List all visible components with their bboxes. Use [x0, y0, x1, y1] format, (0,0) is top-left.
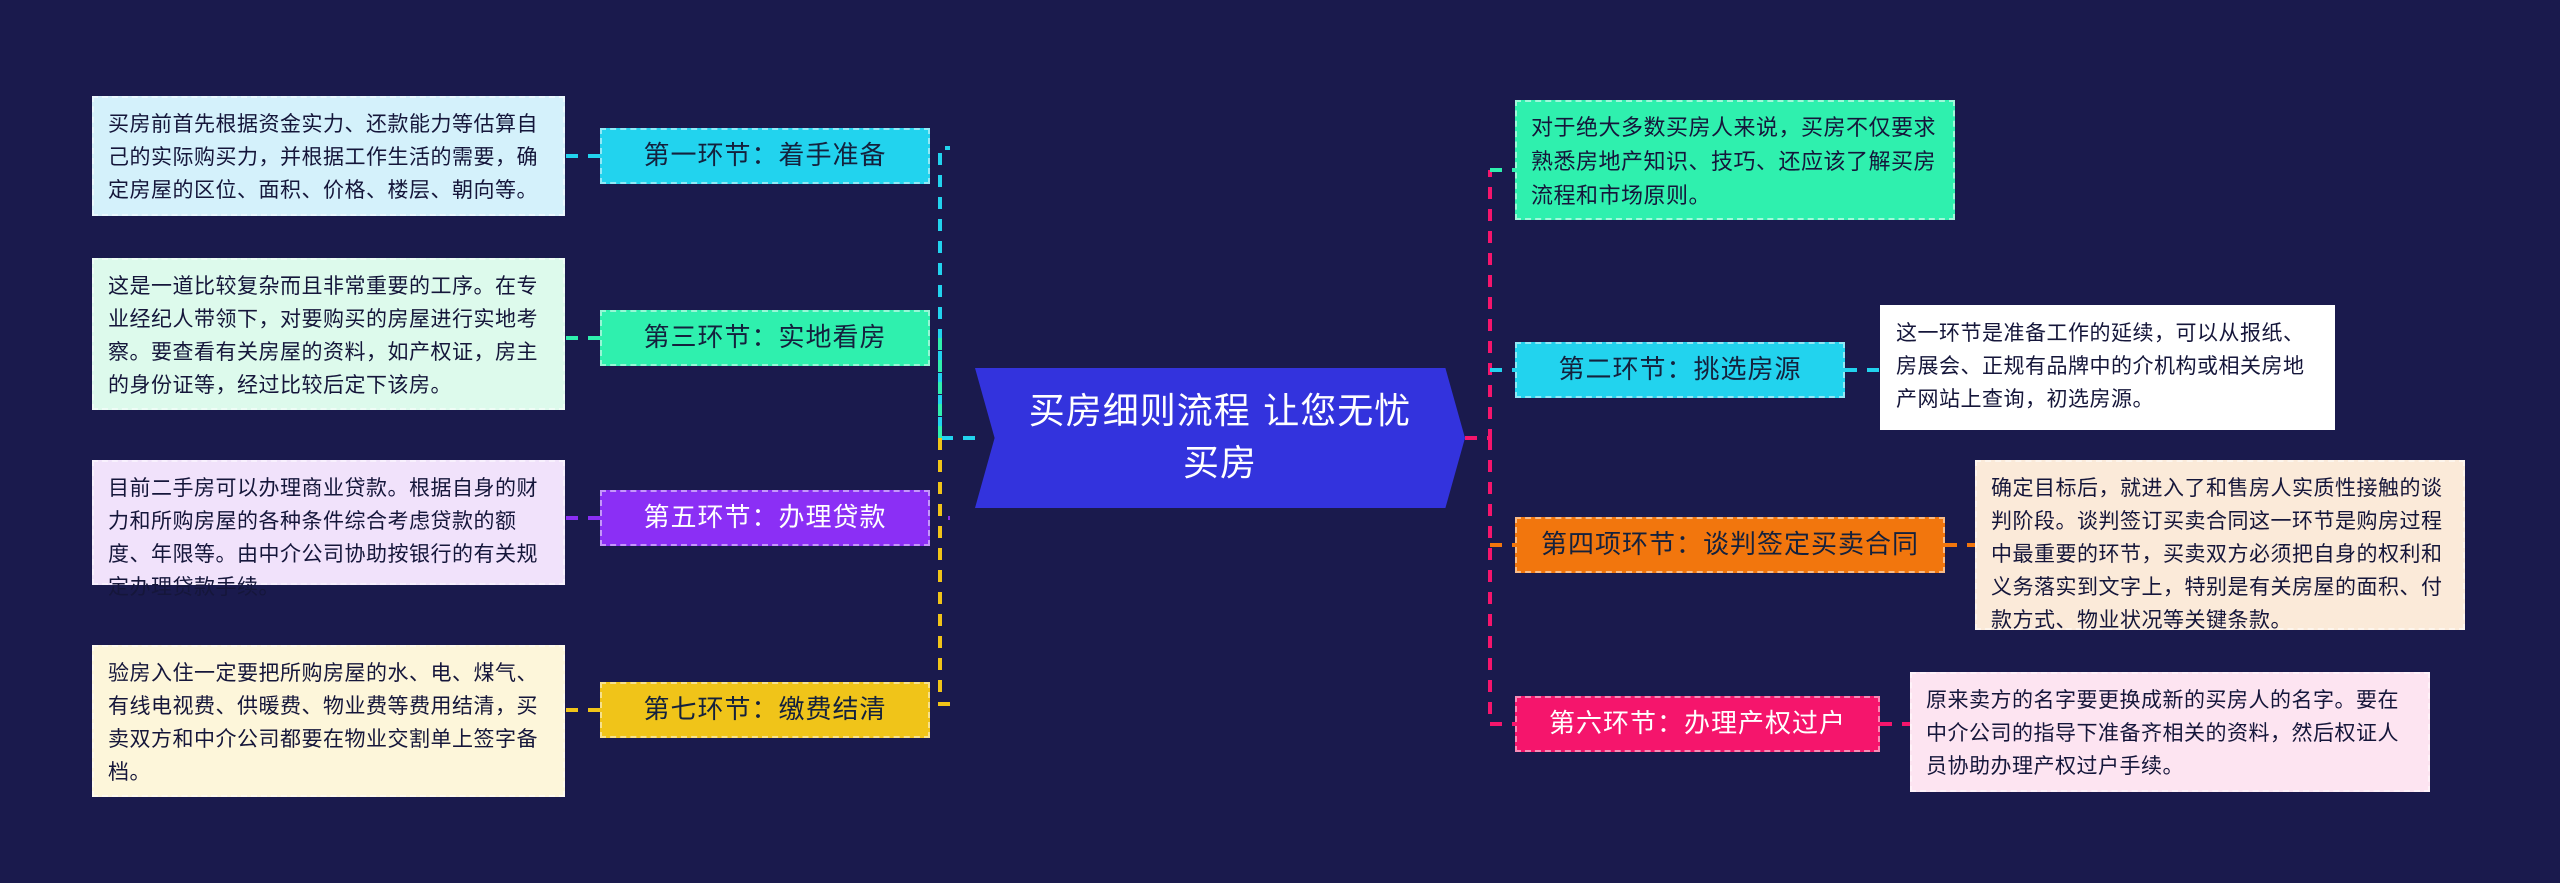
connector-left-4	[938, 438, 950, 706]
left-description-4: 验房入住一定要把所购房屋的水、电、煤气、有线电视费、供暖费、物业费等费用结清，买…	[92, 645, 565, 797]
center-title-node[interactable]: 买房细则流程 让您无忧买房	[975, 368, 1465, 508]
left-description-3: 目前二手房可以办理商业贷款。根据自身的财力和所购房屋的各种条件综合考虑贷款的额度…	[92, 460, 565, 599]
node-left-4[interactable]: 第七环节：缴费结清	[600, 682, 930, 738]
right-description-2: 这一环节是准备工作的延续，可以从报纸、房展会、正规有品牌中的介机构或相关房地产网…	[1880, 305, 2335, 430]
right-description-3: 确定目标后，就进入了和售房人实质性接触的谈判阶段。谈判签订买卖合同这一环节是购房…	[1975, 460, 2465, 632]
node-right-2[interactable]: 第二环节：挑选房源	[1515, 342, 1845, 398]
node-left-3[interactable]: 第五环节：办理贷款	[600, 490, 930, 546]
node-right-3[interactable]: 第四项环节：谈判签定买卖合同	[1515, 517, 1945, 573]
left-description-1: 买房前首先根据资金实力、还款能力等估算自己的实际购买力，并根据工作生活的需要，确…	[92, 96, 565, 216]
node-left-1[interactable]: 第一环节：着手准备	[600, 128, 930, 184]
node-left-2[interactable]: 第三环节：实地看房	[600, 310, 930, 366]
connector-left-3	[938, 438, 950, 520]
right-description-4: 原来卖方的名字要更换成新的买房人的名字。要在中介公司的指导下准备齐相关的资料，然…	[1910, 672, 2430, 792]
node-right-4[interactable]: 第六环节：办理产权过户	[1515, 696, 1880, 752]
right-description-intro: 对于绝大多数买房人来说，买房不仅要求熟悉房地产知识、技巧、还应该了解买房流程和市…	[1515, 100, 1955, 220]
connector-left-2	[938, 336, 950, 438]
connector-right-spine-up	[1465, 170, 1492, 440]
connector-left-1	[938, 146, 975, 440]
left-description-2: 这是一道比较复杂而且非常重要的工序。在专业经纪人带领下，对要购买的房屋进行实地考…	[92, 258, 565, 410]
